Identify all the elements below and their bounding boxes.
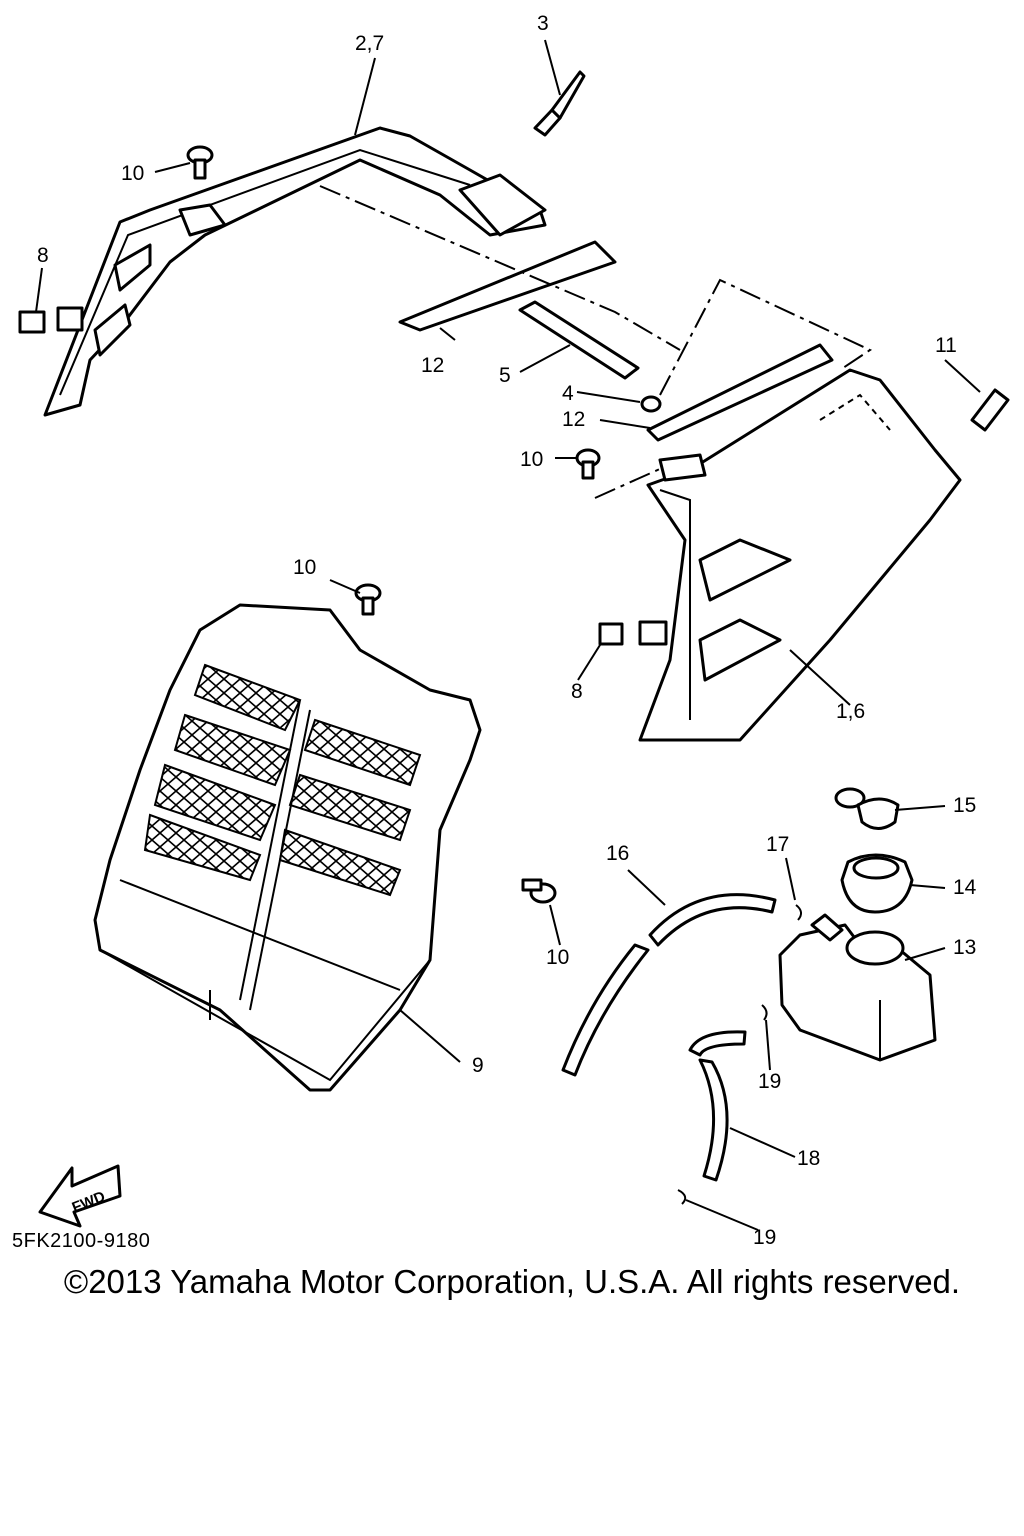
tank-neck-part: [840, 853, 914, 914]
seal-strip-part: [398, 240, 617, 332]
radiator-grille-part: [93, 603, 482, 1092]
screw-part: [575, 448, 601, 480]
callout-9: 9: [472, 1054, 484, 1077]
rear-frame-part: [43, 126, 547, 417]
side-panel-part: [638, 343, 962, 742]
callout-3: 3: [537, 12, 549, 35]
sponge-part: [518, 300, 640, 380]
callout-15: 15: [953, 794, 976, 817]
leader-lines: [35, 39, 981, 1231]
fwd-arrow-icon: FWD: [38, 1164, 122, 1228]
clip-nut-part: [598, 620, 668, 646]
callout-19-lower: 19: [753, 1226, 776, 1249]
callout-10-lower: 10: [546, 946, 569, 969]
hose-clamp-part: [677, 904, 802, 1205]
callout-16: 16: [606, 842, 629, 865]
callout-11: 11: [935, 334, 957, 357]
callout-2-7: 2,7: [355, 32, 384, 55]
callout-18: 18: [797, 1147, 820, 1170]
diagram-code: 5FK2100-9180: [12, 1230, 151, 1252]
hose-part: [688, 1030, 747, 1182]
reservoir-tank-part: [778, 913, 937, 1062]
callout-12: 12: [421, 354, 444, 377]
washer-part: [640, 395, 662, 413]
callout-14: 14: [953, 876, 977, 899]
callout-10-right: 10: [520, 448, 543, 471]
clip-nut-part: [18, 306, 84, 334]
callout-10-grille: 10: [293, 556, 316, 579]
rivet-part: [533, 70, 586, 137]
callout-13: 13: [953, 936, 976, 959]
screw-part: [186, 145, 214, 180]
callout-17: 17: [766, 833, 789, 856]
screw-part: [521, 878, 557, 904]
tank-cap-part: [834, 787, 900, 830]
callout-8-right: 8: [571, 680, 583, 703]
callout-10: 10: [121, 162, 144, 185]
callout-labels: 2,7 3 10 8 12 5 11 4 12 10 10 8 1,6 15 1…: [37, 12, 977, 1249]
callout-12-right: 12: [562, 408, 585, 431]
callout-8: 8: [37, 244, 49, 267]
screw-part: [354, 583, 382, 616]
copyright-notice: ©2013 Yamaha Motor Corporation, U.S.A. A…: [63, 1263, 961, 1300]
callout-19: 19: [758, 1070, 781, 1093]
callout-5: 5: [499, 364, 511, 387]
bolt-part: [970, 388, 1010, 432]
callout-1-6: 1,6: [836, 700, 865, 723]
callout-4: 4: [562, 382, 574, 405]
hose-part: [561, 893, 777, 1077]
